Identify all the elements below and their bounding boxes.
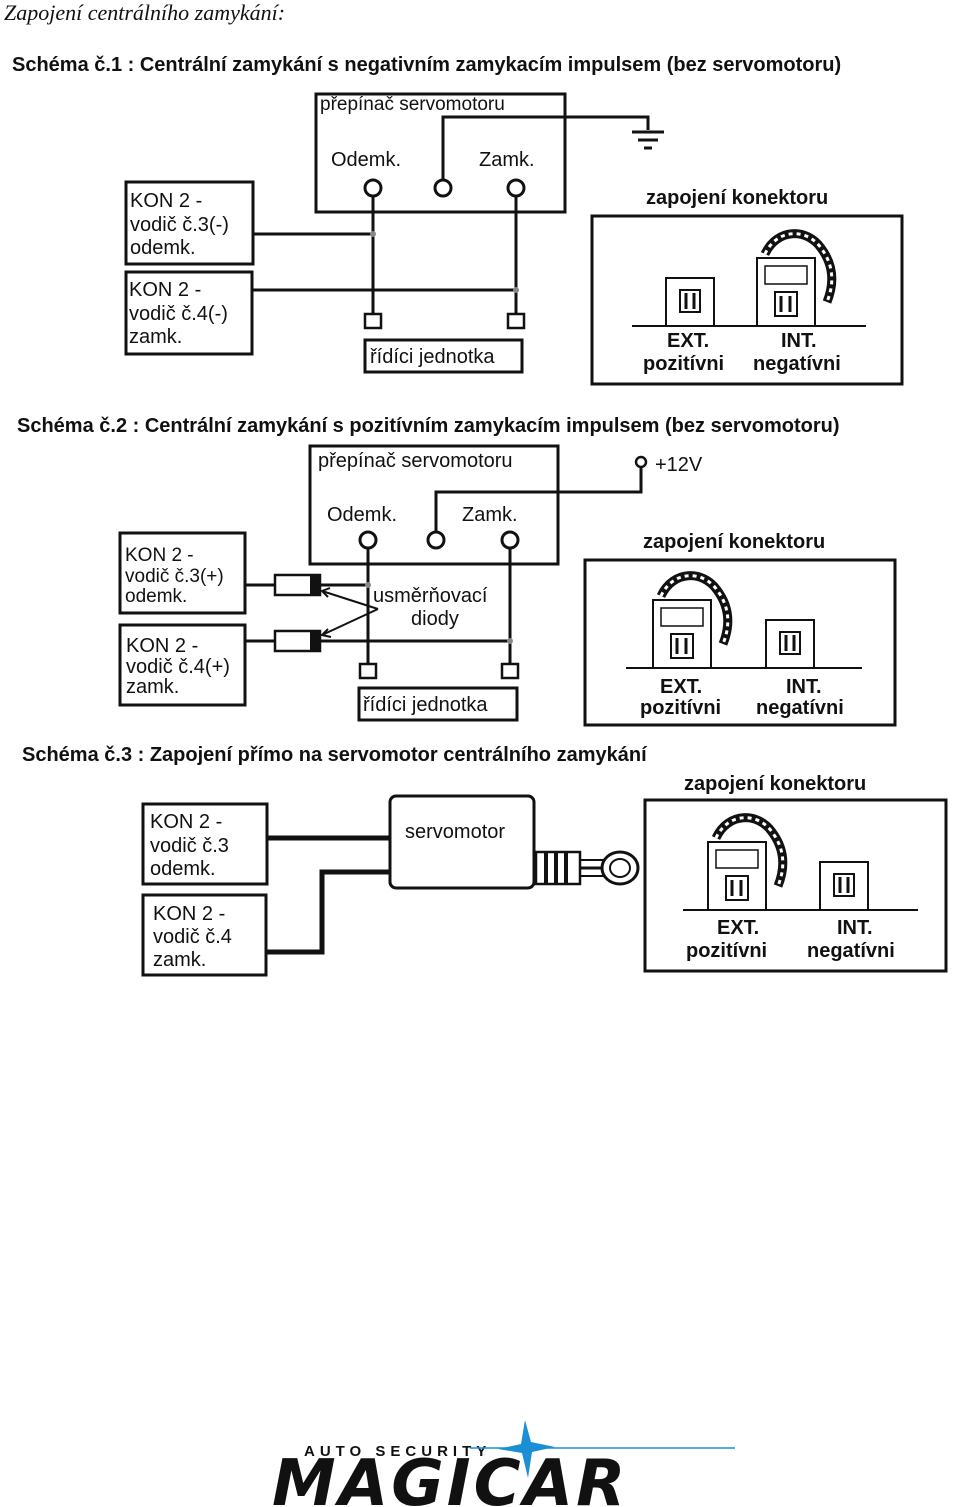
kon-unlock-line3: odemk. bbox=[125, 586, 187, 607]
int-label: INT. bbox=[786, 676, 822, 698]
kon-lock-line3: zamk. bbox=[153, 949, 206, 971]
lock-label: Zamk. bbox=[462, 504, 518, 526]
servo-label: servomotor bbox=[405, 821, 505, 843]
int-polarity: negatívni bbox=[807, 940, 895, 962]
kon-lock-line3: zamk. bbox=[129, 326, 182, 348]
connector-box bbox=[643, 798, 948, 973]
ext-label: EXT. bbox=[660, 676, 702, 698]
ext-polarity: pozitívni bbox=[640, 697, 721, 719]
kon-unlock-box bbox=[118, 531, 247, 615]
kon-unlock-line3: odemk. bbox=[150, 858, 216, 880]
scheme-2-title: Schéma č.2 : Centrální zamykání s pozití… bbox=[17, 415, 839, 437]
control-unit-label: řídíci jednotka bbox=[363, 694, 488, 716]
ext-polarity: pozitívni bbox=[686, 940, 767, 962]
kon-unlock-line2: vodič č.3 bbox=[150, 835, 229, 857]
switch-label: přepínač servomotoru bbox=[318, 450, 513, 472]
kon-lock-box bbox=[118, 623, 247, 707]
int-polarity: negatívni bbox=[753, 353, 841, 375]
kon-lock-line1: KON 2 - bbox=[153, 903, 225, 925]
kon-unlock-line1: KON 2 - bbox=[150, 811, 222, 833]
unlock-label: Odemk. bbox=[327, 504, 397, 526]
ground-icon bbox=[632, 130, 664, 150]
kon-lock-line2: vodič č.4 bbox=[153, 926, 232, 948]
kon-lock-line2: vodič č.4(+) bbox=[126, 656, 230, 678]
supply-label: +12V bbox=[655, 454, 703, 476]
scheme-3-title: Schéma č.3 : Zapojení přímo na servomoto… bbox=[22, 744, 648, 766]
kon-unlock-box bbox=[124, 180, 255, 266]
kon-unlock-line1: KON 2 - bbox=[125, 545, 194, 566]
connector-box bbox=[583, 558, 897, 727]
kon-unlock-line1: KON 2 - bbox=[130, 190, 202, 212]
scheme-2: Schéma č.2 : Centrální zamykání s pozití… bbox=[17, 415, 897, 727]
page-title: Zapojení centrálního zamykání: bbox=[4, 0, 286, 25]
star-icon bbox=[470, 1420, 735, 1478]
diode-icon bbox=[273, 629, 322, 653]
control-unit-box bbox=[363, 338, 524, 374]
kon-unlock-line2: vodič č.3(-) bbox=[130, 214, 229, 236]
ext-label: EXT. bbox=[667, 330, 709, 352]
kon-unlock-line2: vodič č.3(+) bbox=[125, 566, 224, 587]
kon-lock-box bbox=[141, 893, 268, 977]
kon-lock-line2: vodič č.4(-) bbox=[129, 303, 228, 325]
int-label: INT. bbox=[837, 917, 873, 939]
connector-title: zapojení konektoru bbox=[684, 773, 866, 795]
kon-lock-line3: zamk. bbox=[126, 676, 179, 698]
magicar-logo: AUTO SECURITY MAGICAR bbox=[272, 1420, 735, 1507]
kon-lock-box bbox=[124, 270, 254, 356]
kon-unlock-line3: odemk. bbox=[130, 237, 196, 259]
ext-label: EXT. bbox=[717, 917, 759, 939]
logo-tagline: AUTO SECURITY bbox=[304, 1443, 491, 1460]
connector-box bbox=[590, 214, 904, 386]
servo-plunger-icon bbox=[534, 850, 640, 886]
int-label: INT. bbox=[781, 330, 817, 352]
diodes-label-line1: usměrňovací bbox=[373, 585, 488, 607]
common-terminal bbox=[433, 178, 453, 198]
diode-icon bbox=[273, 573, 322, 597]
servo-box bbox=[388, 794, 536, 890]
unlock-terminal bbox=[363, 178, 383, 198]
scheme-1-title: Schéma č.1 : Centrální zamykání s negati… bbox=[12, 54, 841, 76]
int-polarity: negatívni bbox=[756, 697, 844, 719]
scheme-3: Schéma č.3 : Zapojení přímo na servomoto… bbox=[22, 744, 948, 977]
connector-title: zapojení konektoru bbox=[646, 187, 828, 209]
ext-polarity: pozitívni bbox=[643, 353, 724, 375]
lock-terminal bbox=[506, 178, 526, 198]
lock-label: Zamk. bbox=[479, 149, 535, 171]
unlock-label: Odemk. bbox=[331, 149, 401, 171]
kon-lock-line1: KON 2 - bbox=[129, 279, 201, 301]
control-unit-label: řídíci jednotka bbox=[370, 346, 495, 368]
diodes-label-line2: diody bbox=[411, 608, 459, 630]
control-unit-box bbox=[357, 686, 519, 722]
connector-title: zapojení konektoru bbox=[643, 531, 825, 553]
scheme-1: Schéma č.1 : Centrální zamykání s negati… bbox=[12, 54, 904, 386]
kon-unlock-box bbox=[141, 802, 269, 886]
kon-lock-line1: KON 2 - bbox=[126, 635, 198, 657]
switch-label: přepínač servomotoru bbox=[320, 94, 505, 115]
logo-brand: MAGICAR bbox=[272, 1447, 628, 1507]
